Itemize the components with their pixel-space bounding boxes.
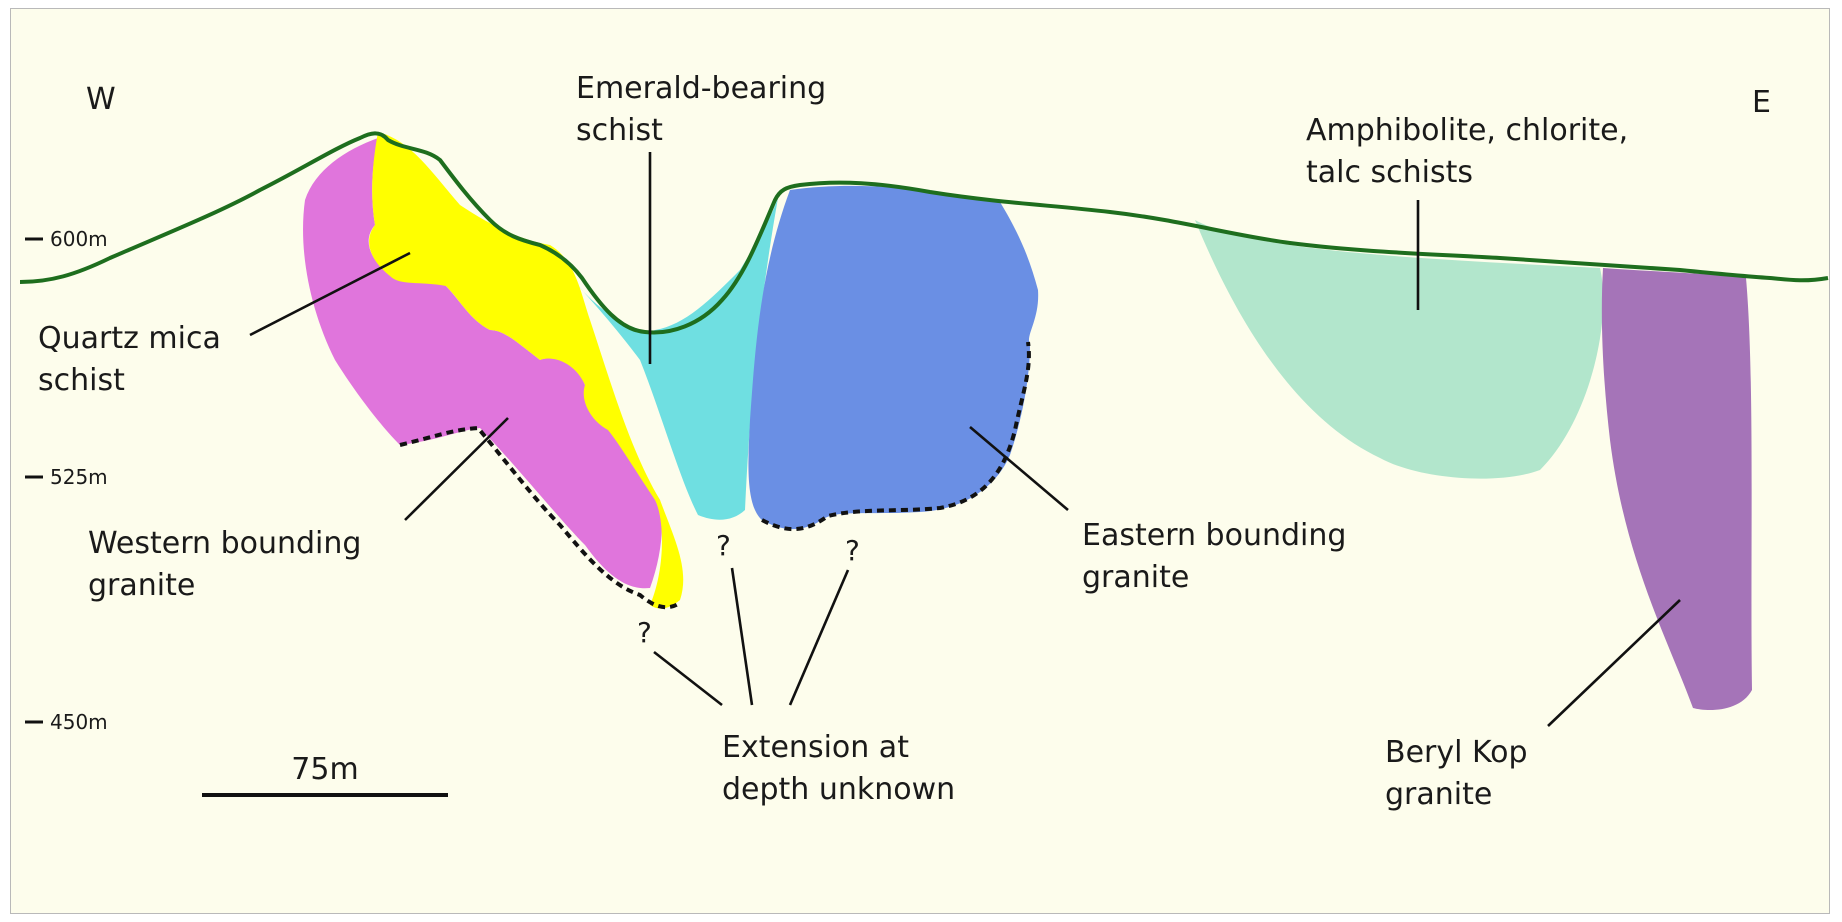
beryl-kop-leader — [1548, 600, 1680, 726]
elevation-label-450m: 450m — [50, 710, 108, 734]
beryl-kop-label-line2: granite — [1385, 777, 1492, 812]
diagram-frame: 600m 525m 450m W E 75m ? ? ? Emerald-bea… — [10, 8, 1830, 914]
unknown-marker-2: ? — [716, 529, 731, 562]
unknown-marker-3: ? — [845, 534, 860, 567]
emerald-schist-label-line1: Emerald-bearing — [576, 71, 826, 106]
quartz-mica-label-line2: schist — [38, 363, 125, 398]
unknown-leader-3 — [790, 570, 848, 705]
western-granite-body — [303, 138, 662, 588]
unknown-extension-label-line2: depth unknown — [722, 772, 955, 807]
quartz-mica-label-line1: Quartz mica — [38, 321, 221, 356]
unknown-marker-1: ? — [637, 616, 652, 649]
unknown-leader-2 — [732, 568, 752, 705]
western-granite-label-line2: granite — [88, 568, 195, 603]
eastern-granite-label-line2: granite — [1082, 560, 1189, 595]
emerald-schist-label-line2: schist — [576, 113, 663, 148]
elevation-label-525m: 525m — [50, 465, 108, 489]
unknown-extension-label-line1: Extension at — [722, 730, 909, 765]
amphibolite-label-line2: talc schists — [1306, 155, 1473, 190]
unknown-leader-1 — [654, 652, 722, 705]
west-label: W — [86, 82, 116, 117]
beryl-kop-label-line1: Beryl Kop — [1385, 735, 1528, 770]
western-granite-label-line1: Western bounding — [88, 526, 361, 561]
eastern-granite-label-line1: Eastern bounding — [1082, 518, 1346, 553]
elevation-label-600m: 600m — [50, 227, 108, 251]
east-label: E — [1752, 85, 1771, 120]
beryl-kop-granite-body — [1602, 268, 1752, 710]
scale-bar-label: 75m — [291, 752, 358, 787]
amphibolite-label-line1: Amphibolite, chlorite, — [1306, 113, 1628, 148]
amphibolite-body — [1195, 220, 1603, 479]
